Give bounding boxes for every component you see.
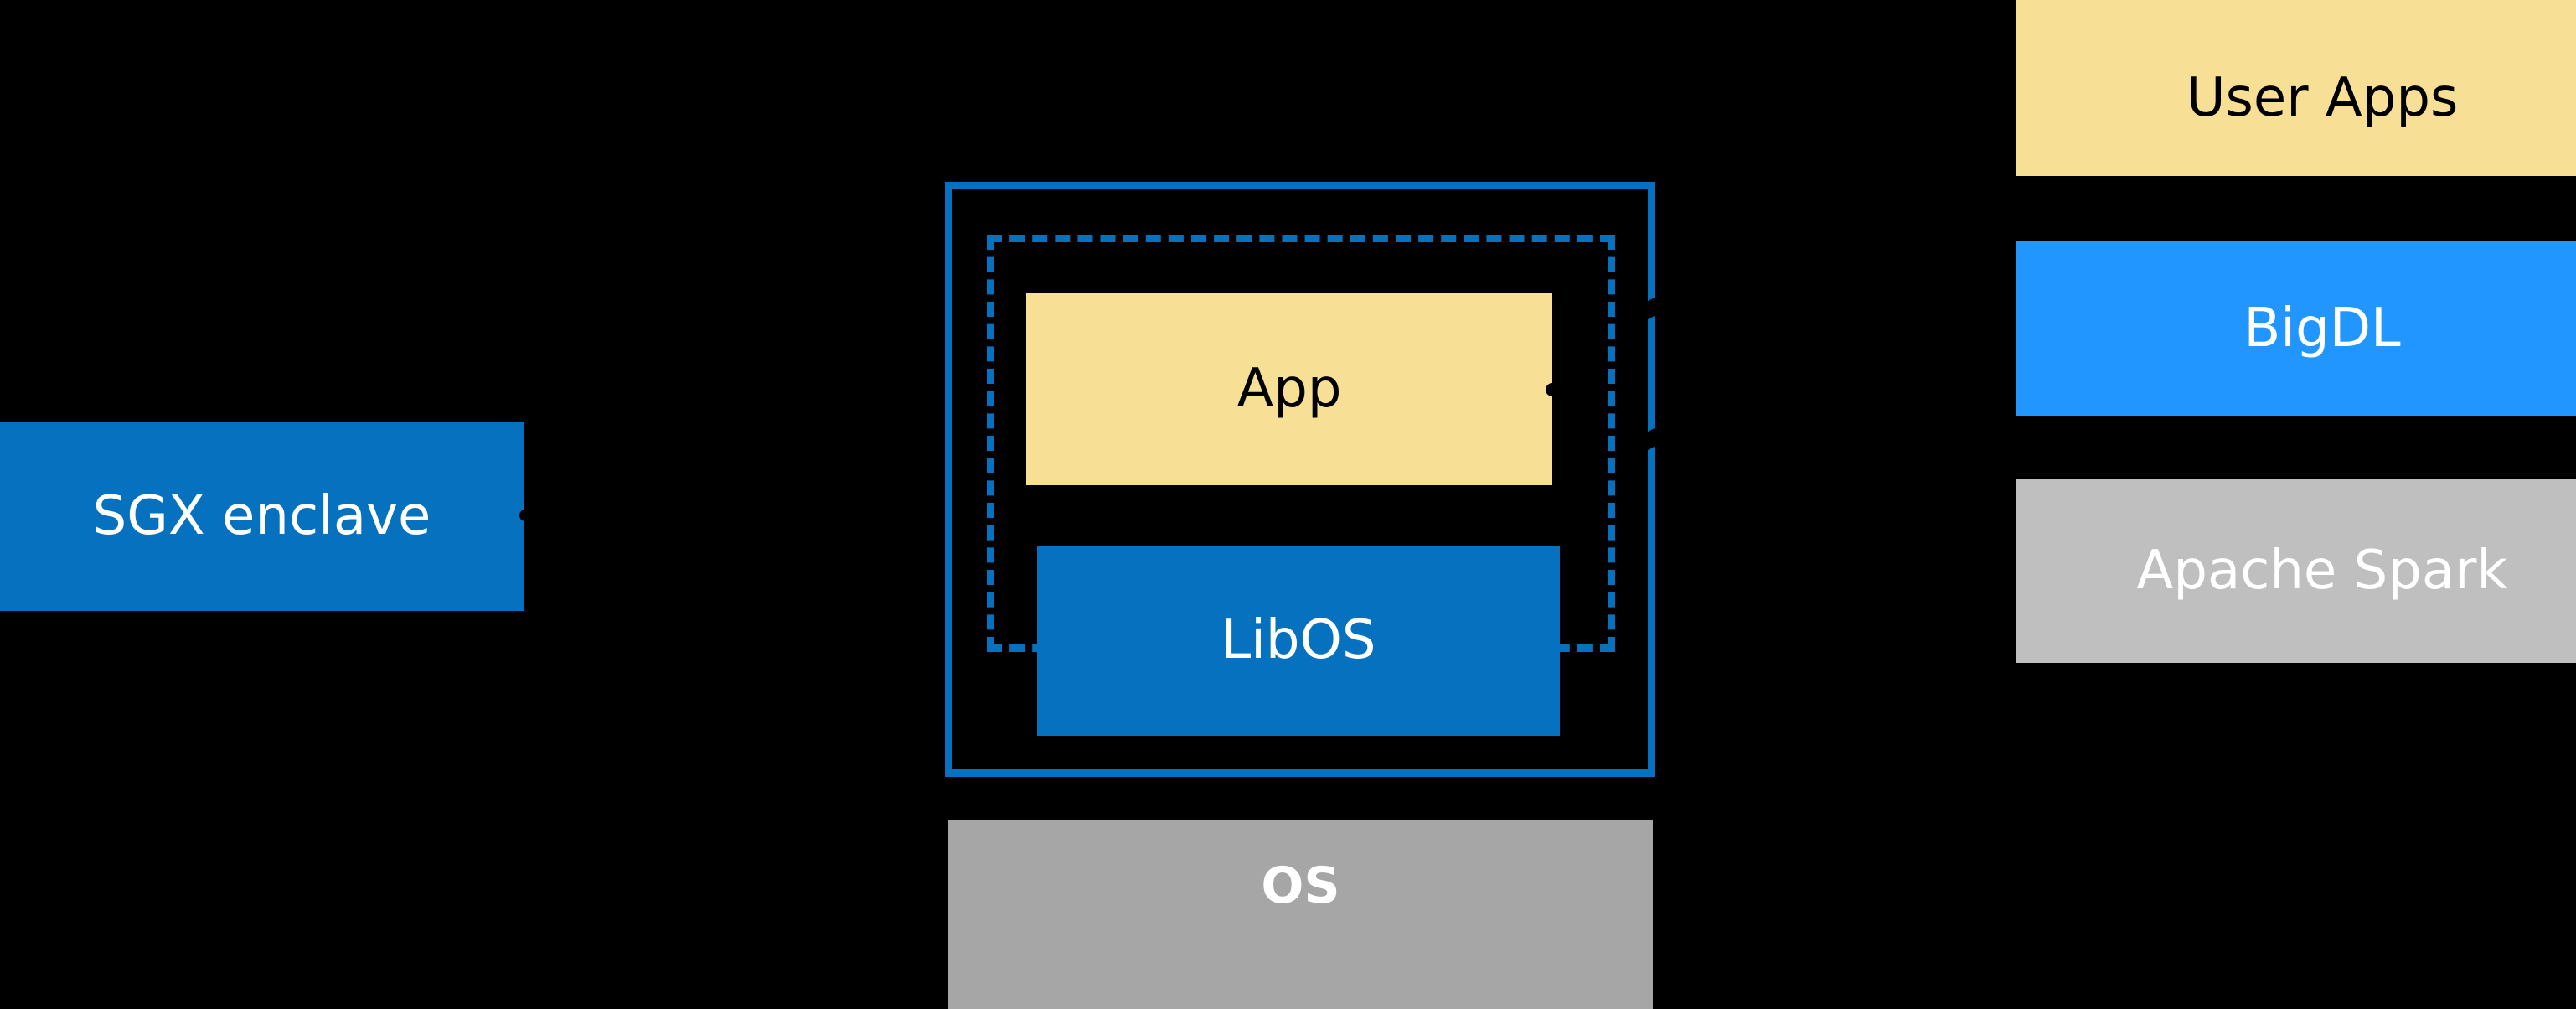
os-label: OS [1261,856,1340,915]
app-connector-endpoint-dot-icon [1546,383,1559,396]
os-box[interactable]: OS [948,820,1653,1009]
user-apps-box[interactable]: User Apps [2016,0,2576,176]
libos-box[interactable]: LibOS [1037,546,1560,736]
apache-spark-box[interactable]: Apache Spark [2016,479,2576,663]
libos-label: LibOS [1221,609,1376,672]
app-box[interactable]: App [1026,293,1552,485]
sgx-enclave-box[interactable]: SGX enclave [0,422,524,611]
sgx-connector-endpoint-dot-icon [519,510,531,521]
bigdl-label: BigDL [2243,297,2401,360]
app-label: App [1236,358,1342,421]
bigdl-box[interactable]: BigDL [2016,241,2576,416]
sgx-enclave-label: SGX enclave [92,484,431,547]
apache-spark-label: Apache Spark [2136,540,2508,603]
enclave-outline-solid-border [945,182,1655,777]
user-apps-label: User Apps [2186,66,2459,129]
